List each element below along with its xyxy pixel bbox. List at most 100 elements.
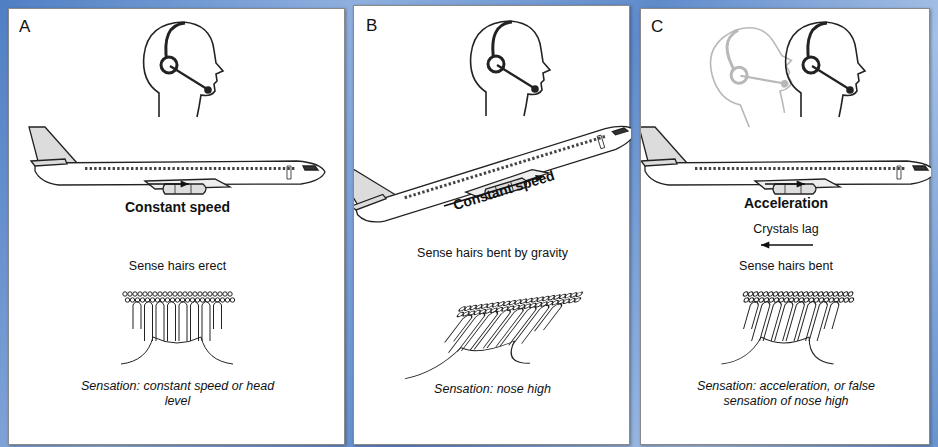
window <box>140 167 142 170</box>
otolith-crystal <box>793 292 799 296</box>
motion-arrow <box>765 181 805 188</box>
window <box>117 167 119 170</box>
otolith-crystal <box>749 298 755 302</box>
otolith-crystal <box>764 298 770 302</box>
cockpit <box>303 166 318 170</box>
window <box>413 193 416 197</box>
otolith-crystal <box>183 292 187 296</box>
sense-hair <box>156 302 164 342</box>
window <box>426 189 429 193</box>
motion-caption: Acceleration <box>691 195 881 212</box>
window <box>514 162 517 166</box>
sense-hair <box>513 305 552 345</box>
window <box>580 142 583 146</box>
otolith-crystal <box>195 298 199 302</box>
sense-hair <box>786 302 805 342</box>
sense-hair <box>179 302 187 342</box>
otolith-crystal <box>789 298 795 302</box>
otolith-crystal <box>125 298 129 302</box>
sense-hair <box>798 302 817 342</box>
window <box>492 169 495 173</box>
otolith-crystal <box>210 298 214 302</box>
motion-arrow <box>149 181 189 188</box>
sense-hair <box>214 302 222 330</box>
door <box>287 166 291 179</box>
otolith-crystal <box>165 298 169 302</box>
window <box>732 167 734 170</box>
otolith-crystal <box>804 298 810 302</box>
otolith-hair-cells <box>721 292 855 364</box>
window <box>879 167 881 170</box>
fuselage <box>355 120 631 228</box>
sense-hair <box>168 302 176 342</box>
otolith-crystal <box>143 292 147 296</box>
cockpit <box>913 166 928 170</box>
otolith-crystal <box>799 298 805 302</box>
sense-hair <box>744 302 760 330</box>
otolith-crystal <box>844 298 850 302</box>
mic <box>847 87 853 93</box>
otolith-crystal <box>150 298 154 302</box>
otolith-crystal <box>130 298 134 302</box>
otolith-crystal <box>803 292 809 296</box>
otolith-crystal <box>208 292 212 296</box>
otolith-crystal <box>823 292 829 296</box>
otolith-crystal <box>748 292 754 296</box>
window <box>269 167 271 170</box>
panel-letter: A <box>19 17 49 37</box>
window <box>444 183 447 187</box>
window <box>168 167 170 170</box>
window <box>828 167 830 170</box>
window <box>103 167 105 170</box>
otolith-crystal <box>838 292 844 296</box>
motion-arrow <box>761 242 813 249</box>
window <box>466 177 469 181</box>
window <box>870 167 872 170</box>
ear-cup <box>803 57 819 73</box>
window <box>264 167 266 170</box>
otolith-crystal <box>175 298 179 302</box>
window <box>695 167 697 170</box>
window <box>260 167 262 170</box>
window <box>223 167 225 170</box>
tail-fin <box>641 127 687 165</box>
otolith-crystal <box>178 292 182 296</box>
otolith-crystal <box>158 292 162 296</box>
sensation-caption: Sensation: nose high <box>434 382 551 397</box>
otolith-crystal <box>170 298 174 302</box>
window <box>888 167 890 170</box>
window <box>439 185 442 189</box>
window <box>519 161 522 165</box>
hair-caption: Sense hairs bent <box>691 259 881 274</box>
otolith-crystal <box>148 292 152 296</box>
otolith-crystal <box>128 292 132 296</box>
otolith-crystal <box>839 298 845 302</box>
otolith-crystal <box>779 298 785 302</box>
window <box>700 167 702 170</box>
window <box>191 167 193 170</box>
window <box>893 167 895 170</box>
mic-boom <box>497 65 534 88</box>
hair-caption: Sense hairs bent by gravity <box>414 246 571 261</box>
otolith-crystal <box>798 292 804 296</box>
otolith-crystal <box>230 298 234 302</box>
window <box>787 167 789 170</box>
otolith-crystal <box>778 292 784 296</box>
otolith-crystal <box>223 292 227 296</box>
otolith-crystal <box>185 298 189 302</box>
window <box>209 167 211 170</box>
otolith-crystal <box>818 292 824 296</box>
door <box>597 135 605 149</box>
window <box>218 167 220 170</box>
window <box>470 175 473 179</box>
otolith-crystal <box>848 292 854 296</box>
otolith-crystal <box>773 292 779 296</box>
otolith-crystal <box>203 292 207 296</box>
mic-boom <box>170 66 207 89</box>
otolith-crystal <box>824 298 830 302</box>
mic <box>781 80 789 88</box>
sense-hair <box>763 302 782 342</box>
window <box>448 182 451 186</box>
head-outline <box>699 15 808 133</box>
window <box>801 167 803 170</box>
